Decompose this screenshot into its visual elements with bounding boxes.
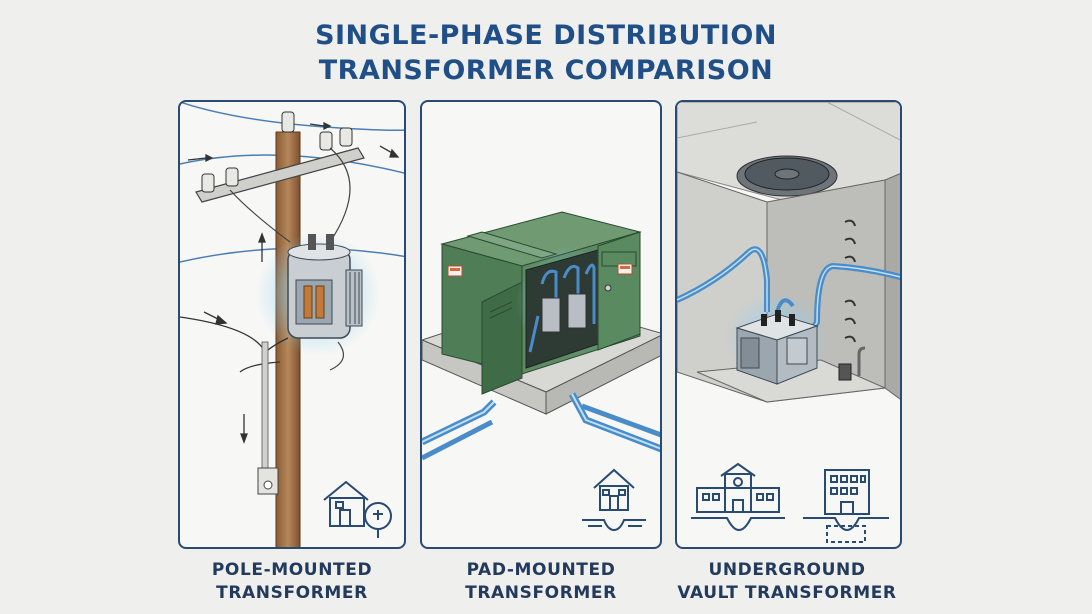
title-line-1: SINGLE-PHASE DISTRIBUTION [315, 20, 777, 51]
panel-pad-mounted [420, 100, 662, 549]
panel-pole-mounted [178, 100, 406, 549]
manhole-cover-icon [736, 155, 838, 197]
underground-conduits [422, 392, 660, 461]
title-line-2: TRANSFORMER COMPARISON [318, 55, 774, 86]
caption-line-1: PAD-MOUNTED [466, 560, 616, 580]
pole-transformer [287, 234, 363, 339]
secondary-drop-2 [239, 361, 281, 373]
pump-pipe [857, 346, 866, 376]
return-arc [329, 341, 345, 371]
primary-drop-wire [229, 189, 291, 243]
pad-mounted-illustration [422, 211, 660, 532]
vault-cables [677, 246, 900, 342]
vent-line [489, 307, 513, 319]
sump-pump [838, 363, 852, 381]
pole-mounted-illustration [180, 102, 404, 547]
cabinet-door-left [481, 281, 523, 395]
apartment-building-icon [803, 469, 889, 543]
panel-underground-vault [675, 100, 902, 549]
interior-cables [528, 263, 596, 353]
bushing-block [541, 297, 561, 333]
caption-line-1: POLE-MOUNTED [211, 560, 373, 580]
caption-line-2: TRANSFORMER [465, 583, 617, 603]
caption-line-2: VAULT TRANSFORMER [677, 583, 897, 603]
meter-dial-icon [263, 480, 273, 490]
secondary-service-wire [180, 316, 265, 351]
crossarm [195, 147, 365, 203]
ladder-rungs [844, 219, 856, 343]
flow-arrow-icons [187, 121, 400, 444]
bushing-block [567, 293, 587, 329]
cabinet-door-right [597, 231, 641, 351]
caption-pad-mounted: PAD-MOUNTED TRANSFORMER [420, 559, 662, 605]
warning-stripe [620, 266, 630, 269]
insulator-icons [201, 111, 353, 193]
caption-underground-vault: UNDERGROUND VAULT TRANSFORMER [662, 559, 912, 605]
vault-transformer [735, 310, 819, 385]
vent-line [489, 301, 513, 313]
house-underground-icon [582, 468, 646, 532]
underground-vault-illustration [677, 102, 900, 543]
caption-pole-mounted: POLE-MOUNTED TRANSFORMER [178, 559, 406, 605]
caption-line-1: UNDERGROUND [708, 560, 866, 580]
caption-line-2: TRANSFORMER [216, 583, 368, 603]
door-handle [604, 284, 612, 292]
diagram-title: SINGLE-PHASE DISTRIBUTION TRANSFORMER CO… [0, 18, 1092, 88]
primary-drop-wire-2 [329, 147, 351, 243]
warning-stripe [450, 268, 460, 271]
overhead-wire-top [180, 102, 404, 131]
house-meter-icon [323, 480, 392, 538]
school-building-icon [691, 462, 785, 532]
